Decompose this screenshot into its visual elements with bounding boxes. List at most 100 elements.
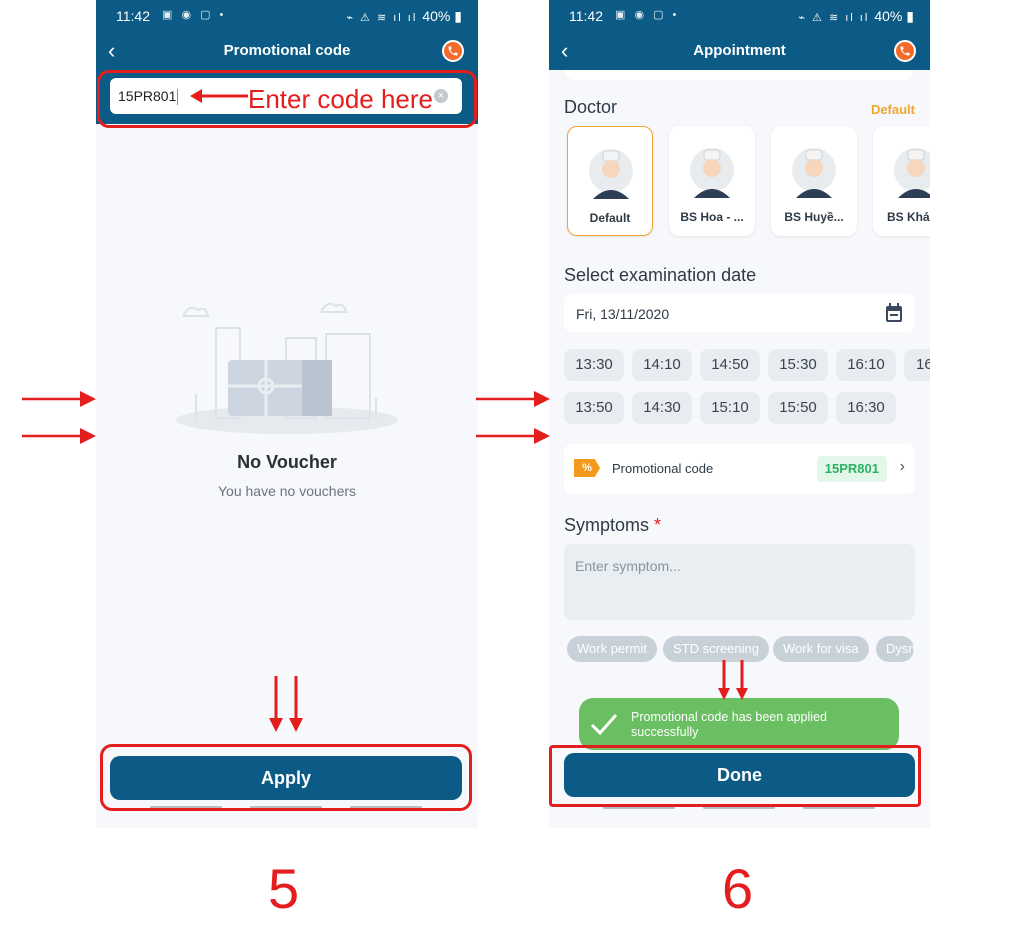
doctor-avatar-icon (589, 149, 633, 199)
signal-icons: ⌁ ⚠ ≋ ıl ıl (346, 12, 423, 24)
battery-icon: ▮ (454, 8, 462, 24)
nav-back-handle[interactable] (803, 806, 875, 809)
default-doctor-link[interactable]: Default (870, 102, 915, 117)
symptom-chip[interactable]: Work for visa (773, 636, 869, 662)
nav-home-handle[interactable] (250, 806, 322, 809)
status-bar: 11:42 ▣ ◉ ▢ • ⌁ ⚠ ≋ ıl ıl 40% ▮ (96, 0, 478, 32)
annotation-right-arrow-icon (22, 428, 96, 444)
step-number: 5 (268, 857, 300, 920)
doctor-name: BS Hoa - ... (680, 210, 744, 224)
time-slot[interactable]: 16:30 (836, 392, 896, 424)
symptom-input[interactable]: Enter symptom... (564, 544, 915, 620)
annotation-apply-highlight (100, 744, 472, 811)
time-slot[interactable]: 13:30 (564, 349, 624, 381)
signal-icons: ⌁ ⚠ ≋ ıl ıl (798, 12, 875, 24)
time-slot[interactable]: 14:50 (700, 349, 760, 381)
nav-recent-handle[interactable] (150, 806, 222, 809)
phone-call-icon[interactable] (894, 40, 916, 62)
annotation-right-arrow-icon (476, 428, 550, 444)
selected-date: Fri, 13/11/2020 (576, 306, 670, 322)
empty-voucher-illustration (176, 302, 398, 434)
apply-button[interactable]: Apply (110, 756, 462, 800)
status-time: 11:42 (569, 8, 603, 24)
annotation-right-arrow-icon (476, 391, 550, 407)
symptom-chip[interactable]: STD screening (663, 636, 769, 662)
empty-state-subtitle: You have no vouchers (217, 483, 357, 499)
status-battery: ⌁ ⚠ ≋ ıl ıl 40% ▮ (346, 8, 462, 25)
doctor-name: BS Huyề... (784, 210, 844, 224)
status-time: 11:42 (116, 8, 150, 24)
promo-code-value: 15PR801 (118, 88, 177, 104)
code-input-bar: 15PR801 × (96, 70, 478, 124)
phone-screen-appointment: 11:42 ▣ ◉ ▢ • ⌁ ⚠ ≋ ıl ıl 40% ▮ ‹ Appoin… (549, 0, 930, 828)
appointment-form: Doctor Default Default BS Hoa - ... BS H… (549, 70, 930, 828)
text-caret (177, 89, 179, 106)
doctor-name: BS Khá (887, 210, 930, 224)
notification-icons: ▣ ◉ ▢ • (615, 9, 680, 21)
doctor-avatar-icon (690, 148, 734, 198)
symptom-chip[interactable]: Dysm (876, 636, 914, 662)
battery-level: 40% (422, 8, 451, 24)
page-title: Appointment (693, 42, 786, 59)
promo-label: Promotional code (612, 461, 714, 476)
back-arrow-icon[interactable]: ‹ (561, 38, 569, 63)
symptoms-section-title: Symptoms * (564, 515, 661, 536)
app-bar: ‹ Appointment (549, 32, 930, 70)
nav-home-handle[interactable] (703, 806, 775, 809)
empty-state-title: No Voucher (237, 452, 337, 472)
step-number: 6 (722, 857, 754, 920)
status-battery: ⌁ ⚠ ≋ ıl ıl 40% ▮ (798, 8, 914, 25)
clear-icon[interactable]: × (434, 89, 448, 103)
doctor-card[interactable]: BS Khá (873, 126, 930, 236)
battery-level: 40% (874, 8, 903, 24)
previous-card-edge (565, 70, 914, 80)
doctor-card[interactable]: BS Huyề... (771, 126, 857, 236)
annotation-done-highlight (549, 745, 921, 807)
calendar-icon[interactable] (885, 303, 903, 323)
symptom-chip[interactable]: Work permit (567, 636, 657, 662)
nav-recent-handle[interactable] (603, 806, 675, 809)
annotation-down-arrows-icon (718, 660, 748, 700)
date-picker-field[interactable]: Fri, 13/11/2020 (564, 294, 915, 332)
checkmark-icon (590, 714, 618, 736)
success-toast: Promotional code has been applied succes… (579, 698, 899, 750)
page-title: Promotional code (223, 42, 351, 59)
status-bar: 11:42 ▣ ◉ ▢ • ⌁ ⚠ ≋ ıl ıl 40% ▮ (549, 0, 930, 32)
time-slot[interactable]: 15:50 (768, 392, 828, 424)
nav-back-handle[interactable] (350, 806, 422, 809)
time-slot[interactable]: 13:50 (564, 392, 624, 424)
doctor-avatar-icon (792, 148, 836, 198)
discount-tag-icon: % (574, 459, 600, 477)
required-asterisk-icon: * (654, 515, 662, 535)
time-slot[interactable]: 14:30 (632, 392, 692, 424)
time-slot[interactable]: 15:10 (700, 392, 760, 424)
applied-promo-code: 15PR801 (816, 456, 887, 482)
doctor-avatar-icon (894, 148, 930, 198)
system-nav-bar (549, 804, 930, 828)
phone-screen-promotional-code: 11:42 ▣ ◉ ▢ • ⌁ ⚠ ≋ ıl ıl 40% ▮ ‹ Promot… (96, 0, 478, 828)
done-button[interactable]: Done (564, 753, 915, 797)
promo-code-input[interactable]: 15PR801 × (110, 78, 462, 114)
annotation-down-arrows-icon (269, 676, 303, 732)
doctor-section-title: Doctor (564, 97, 618, 117)
annotation-enter-code: Enter code here (248, 84, 434, 114)
doctor-name: Default (589, 211, 631, 225)
time-slot[interactable]: 16:10 (836, 349, 896, 381)
app-bar: ‹ Promotional code (96, 32, 478, 70)
back-arrow-icon[interactable]: ‹ (108, 38, 116, 63)
annotation-code-input-highlight (97, 70, 477, 128)
annotation-left-arrow-icon (190, 89, 248, 103)
notification-icons: ▣ ◉ ▢ • (162, 9, 227, 21)
time-slot[interactable]: 14:10 (632, 349, 692, 381)
doctor-card[interactable]: BS Hoa - ... (669, 126, 755, 236)
annotation-right-arrow-icon (22, 391, 96, 407)
battery-icon: ▮ (906, 8, 914, 24)
phone-call-icon[interactable] (442, 40, 464, 62)
symptom-placeholder: Enter symptom... (575, 558, 681, 574)
symptoms-label: Symptoms (564, 515, 650, 535)
time-slot[interactable]: 15:30 (768, 349, 828, 381)
promotional-code-row[interactable]: % Promotional code 15PR801 › (564, 444, 915, 494)
time-slot[interactable]: 16 (904, 349, 930, 381)
date-section-title: Select examination date (564, 265, 757, 285)
doctor-card[interactable]: Default (567, 126, 653, 236)
